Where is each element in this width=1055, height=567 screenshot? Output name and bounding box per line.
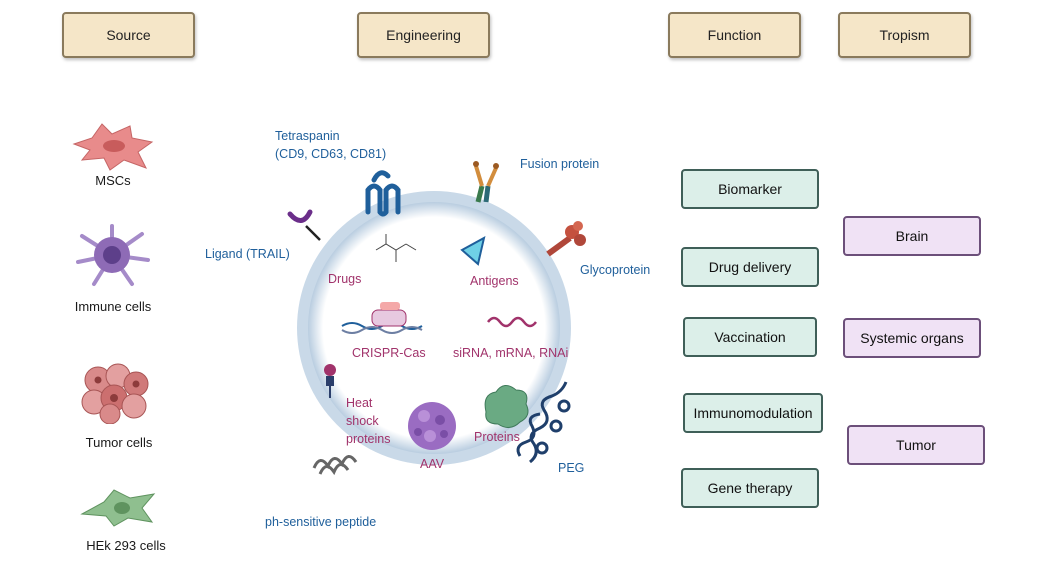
exosome-diagram <box>287 161 586 476</box>
source-label-hek: HEk 293 cells <box>86 538 166 553</box>
glycoprotein-icon <box>546 221 586 257</box>
heat-shock-icon <box>324 364 336 398</box>
hek293-cell-icon <box>80 489 156 527</box>
fusion-protein-icon <box>473 161 499 203</box>
label-heat-3: proteins <box>346 432 391 446</box>
function-immunomodulation: Immunomodulation <box>683 393 823 433</box>
ligand-icon <box>287 209 321 241</box>
label-tetraspanin-1: Tetraspanin <box>275 129 340 143</box>
label-peg: PEG <box>558 461 585 475</box>
function-biomarker: Biomarker <box>681 169 819 209</box>
tetraspanin-icon <box>365 170 401 217</box>
function-drug-delivery: Drug delivery <box>681 247 819 287</box>
label-heat-2: shock <box>346 414 379 428</box>
label-proteins: Proteins <box>474 430 520 444</box>
peg-icon <box>516 381 571 464</box>
label-heat-1: Heat <box>346 396 373 410</box>
antigen-icon <box>460 236 486 266</box>
ph-peptide-icon <box>312 455 358 476</box>
source-label-mscs: MSCs <box>95 173 131 188</box>
tumor-cell-icon <box>81 363 149 424</box>
source-label-tumor: Tumor cells <box>85 435 153 450</box>
tropism-tumor: Tumor <box>847 425 985 465</box>
msc-cell-icon <box>72 123 154 171</box>
function-gene-therapy: Gene therapy <box>681 468 819 508</box>
header-tropism: Tropism <box>838 12 971 58</box>
crispr-icon <box>341 302 423 334</box>
label-crispr: CRISPR-Cas <box>352 346 426 360</box>
rna-icon <box>487 316 537 328</box>
label-tetraspanin-2: (CD9, CD63, CD81) <box>275 147 387 161</box>
label-ligand: Ligand (TRAIL) <box>205 247 290 261</box>
aav-icon <box>408 402 456 450</box>
label-drugs: Drugs <box>328 272 362 286</box>
label-fusion-protein: Fusion protein <box>520 157 600 171</box>
label-ph-peptide: ph-sensitive peptide <box>265 515 377 529</box>
protein-icon <box>484 385 529 428</box>
header-engineering: Engineering <box>357 12 490 58</box>
header-source: Source <box>62 12 195 58</box>
tropism-brain: Brain <box>843 216 981 256</box>
drug-molecule-icon <box>375 234 417 262</box>
header-function: Function <box>668 12 801 58</box>
source-label-immune: Immune cells <box>74 299 152 314</box>
label-rna: siRNA, mRNA, RNAi <box>453 346 569 360</box>
tropism-systemic-organs: Systemic organs <box>843 318 981 358</box>
label-antigens: Antigens <box>470 274 519 288</box>
function-vaccination: Vaccination <box>683 317 817 357</box>
label-glycoprotein: Glycoprotein <box>580 263 651 277</box>
immune-cell-icon <box>76 224 150 286</box>
label-aav: AAV <box>420 457 445 471</box>
